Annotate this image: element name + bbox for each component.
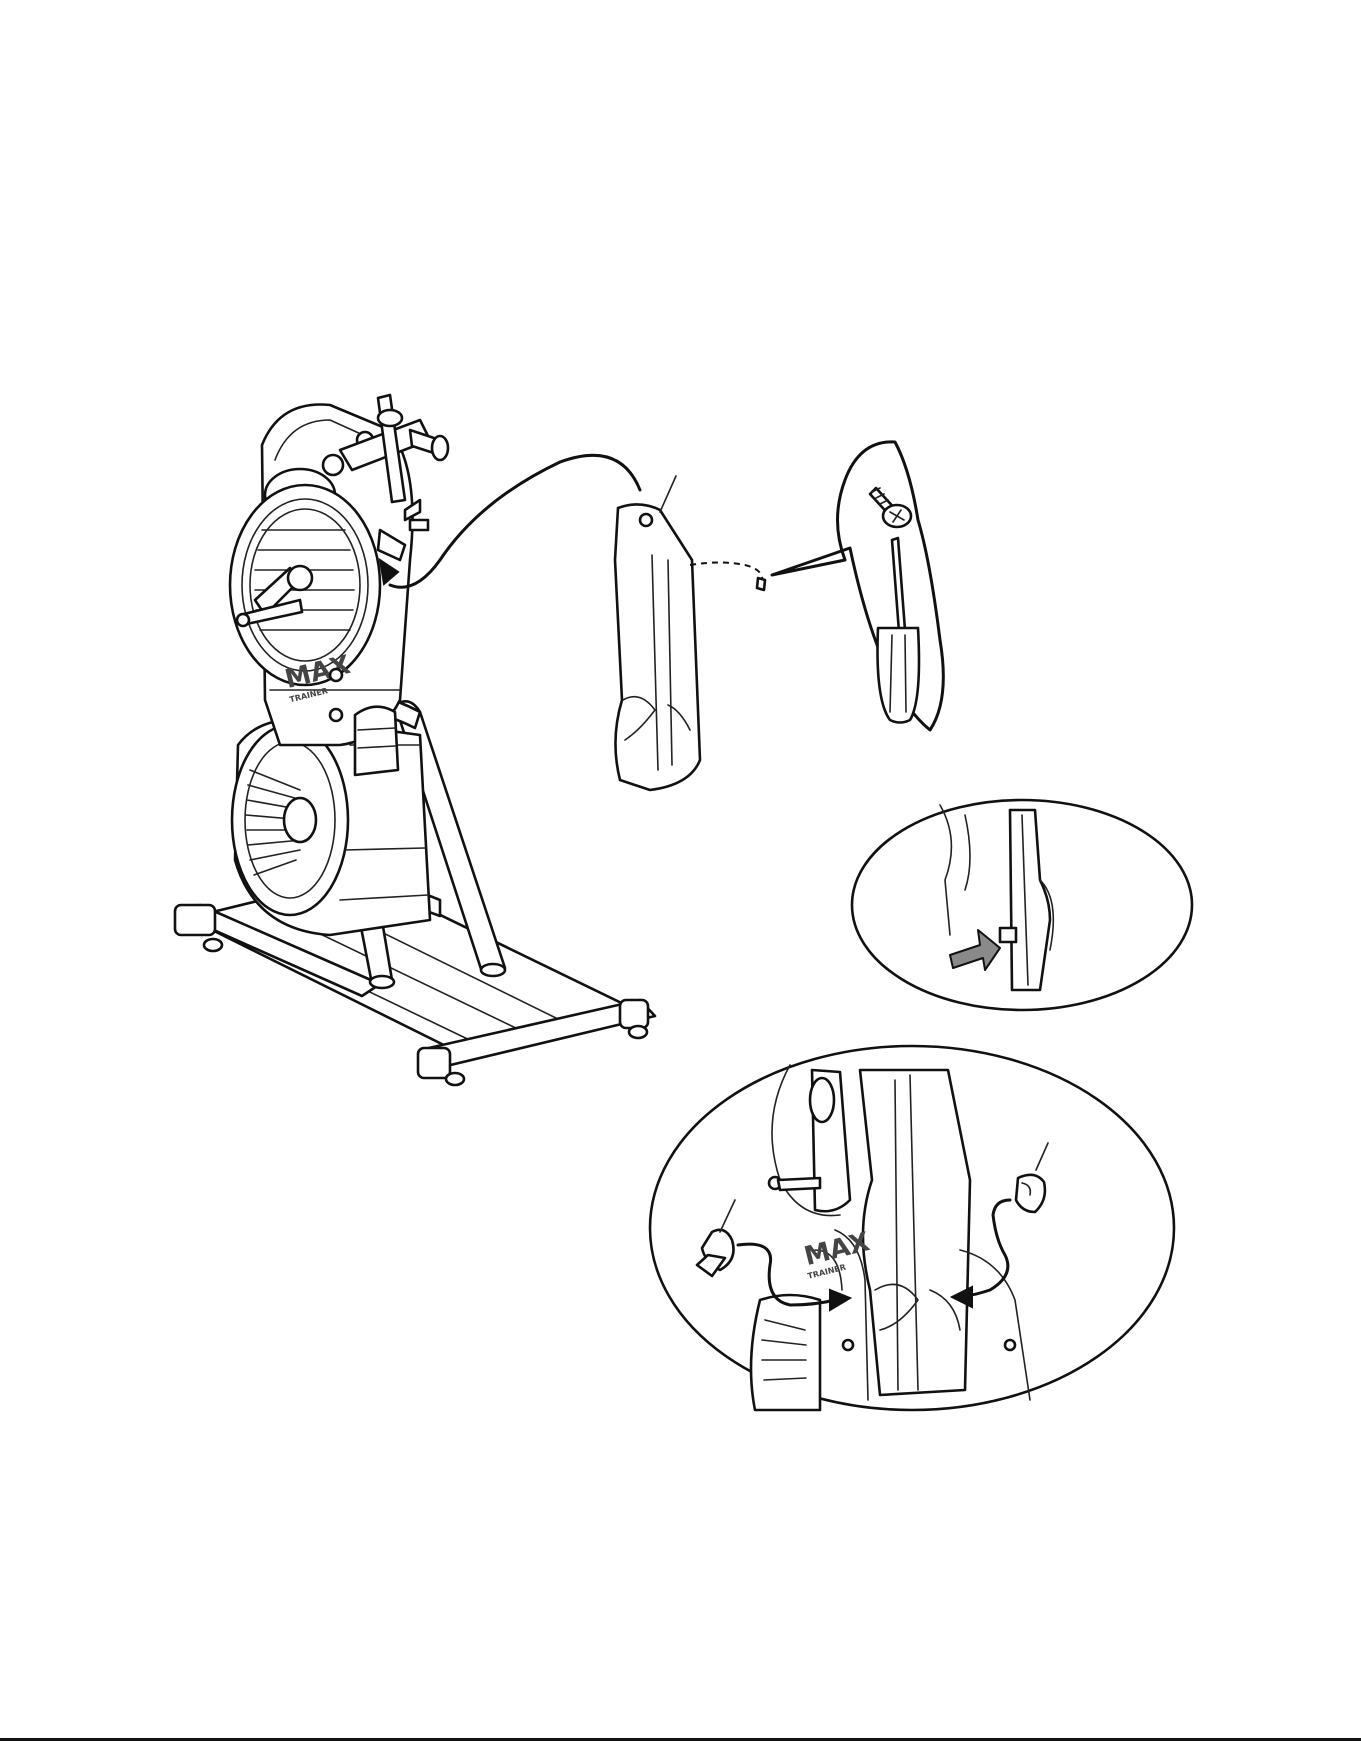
screw-leader-dashed <box>690 563 762 584</box>
flywheel <box>230 485 380 685</box>
machine-illustration: MAX TRAINER <box>175 395 655 1085</box>
screwdriver-icon <box>878 538 920 723</box>
tiny-screw <box>757 578 765 590</box>
detail-caps: MAX TRAINER <box>650 1046 1174 1410</box>
detail-push-tab <box>852 800 1192 1010</box>
screw-icon <box>870 488 911 527</box>
fan-housing <box>232 719 430 935</box>
footer-rule <box>0 1738 1361 1741</box>
handle-cover-part <box>615 476 700 790</box>
